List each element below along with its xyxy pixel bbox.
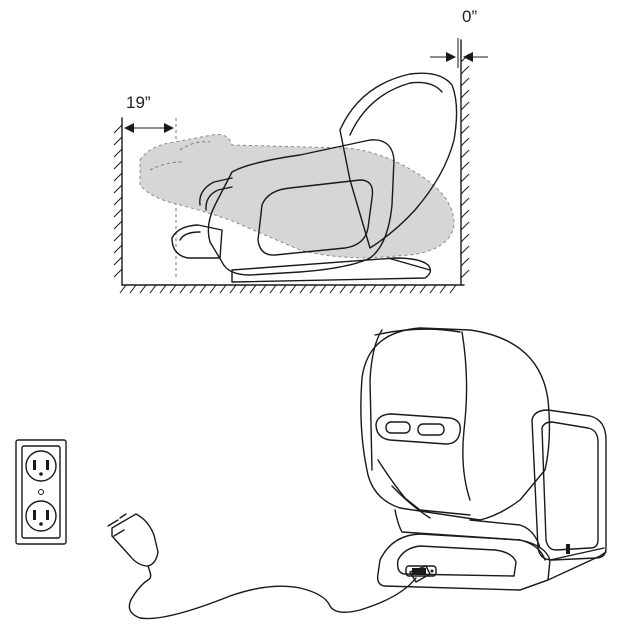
reclined-position-ghost [139,134,455,259]
massage-chair-icon [360,327,607,591]
power-cord [128,577,417,620]
rear-clearance-label: 0” [462,7,477,26]
rear-wall-hatching [460,53,470,279]
shoulder-light-panel [375,413,461,445]
front-wall-hatching [113,124,123,278]
wall-outlet-icon [15,439,67,545]
power-plug-icon [107,513,159,581]
upright-chair-side-view [171,72,458,283]
front-clearance-label: 19” [126,93,151,112]
recline-clearance-diagram: 19” 0” [113,7,488,294]
rear-clearance-dimension: 0” [430,7,488,68]
floor-hatching [119,284,457,294]
chair-power-socket [405,565,437,577]
